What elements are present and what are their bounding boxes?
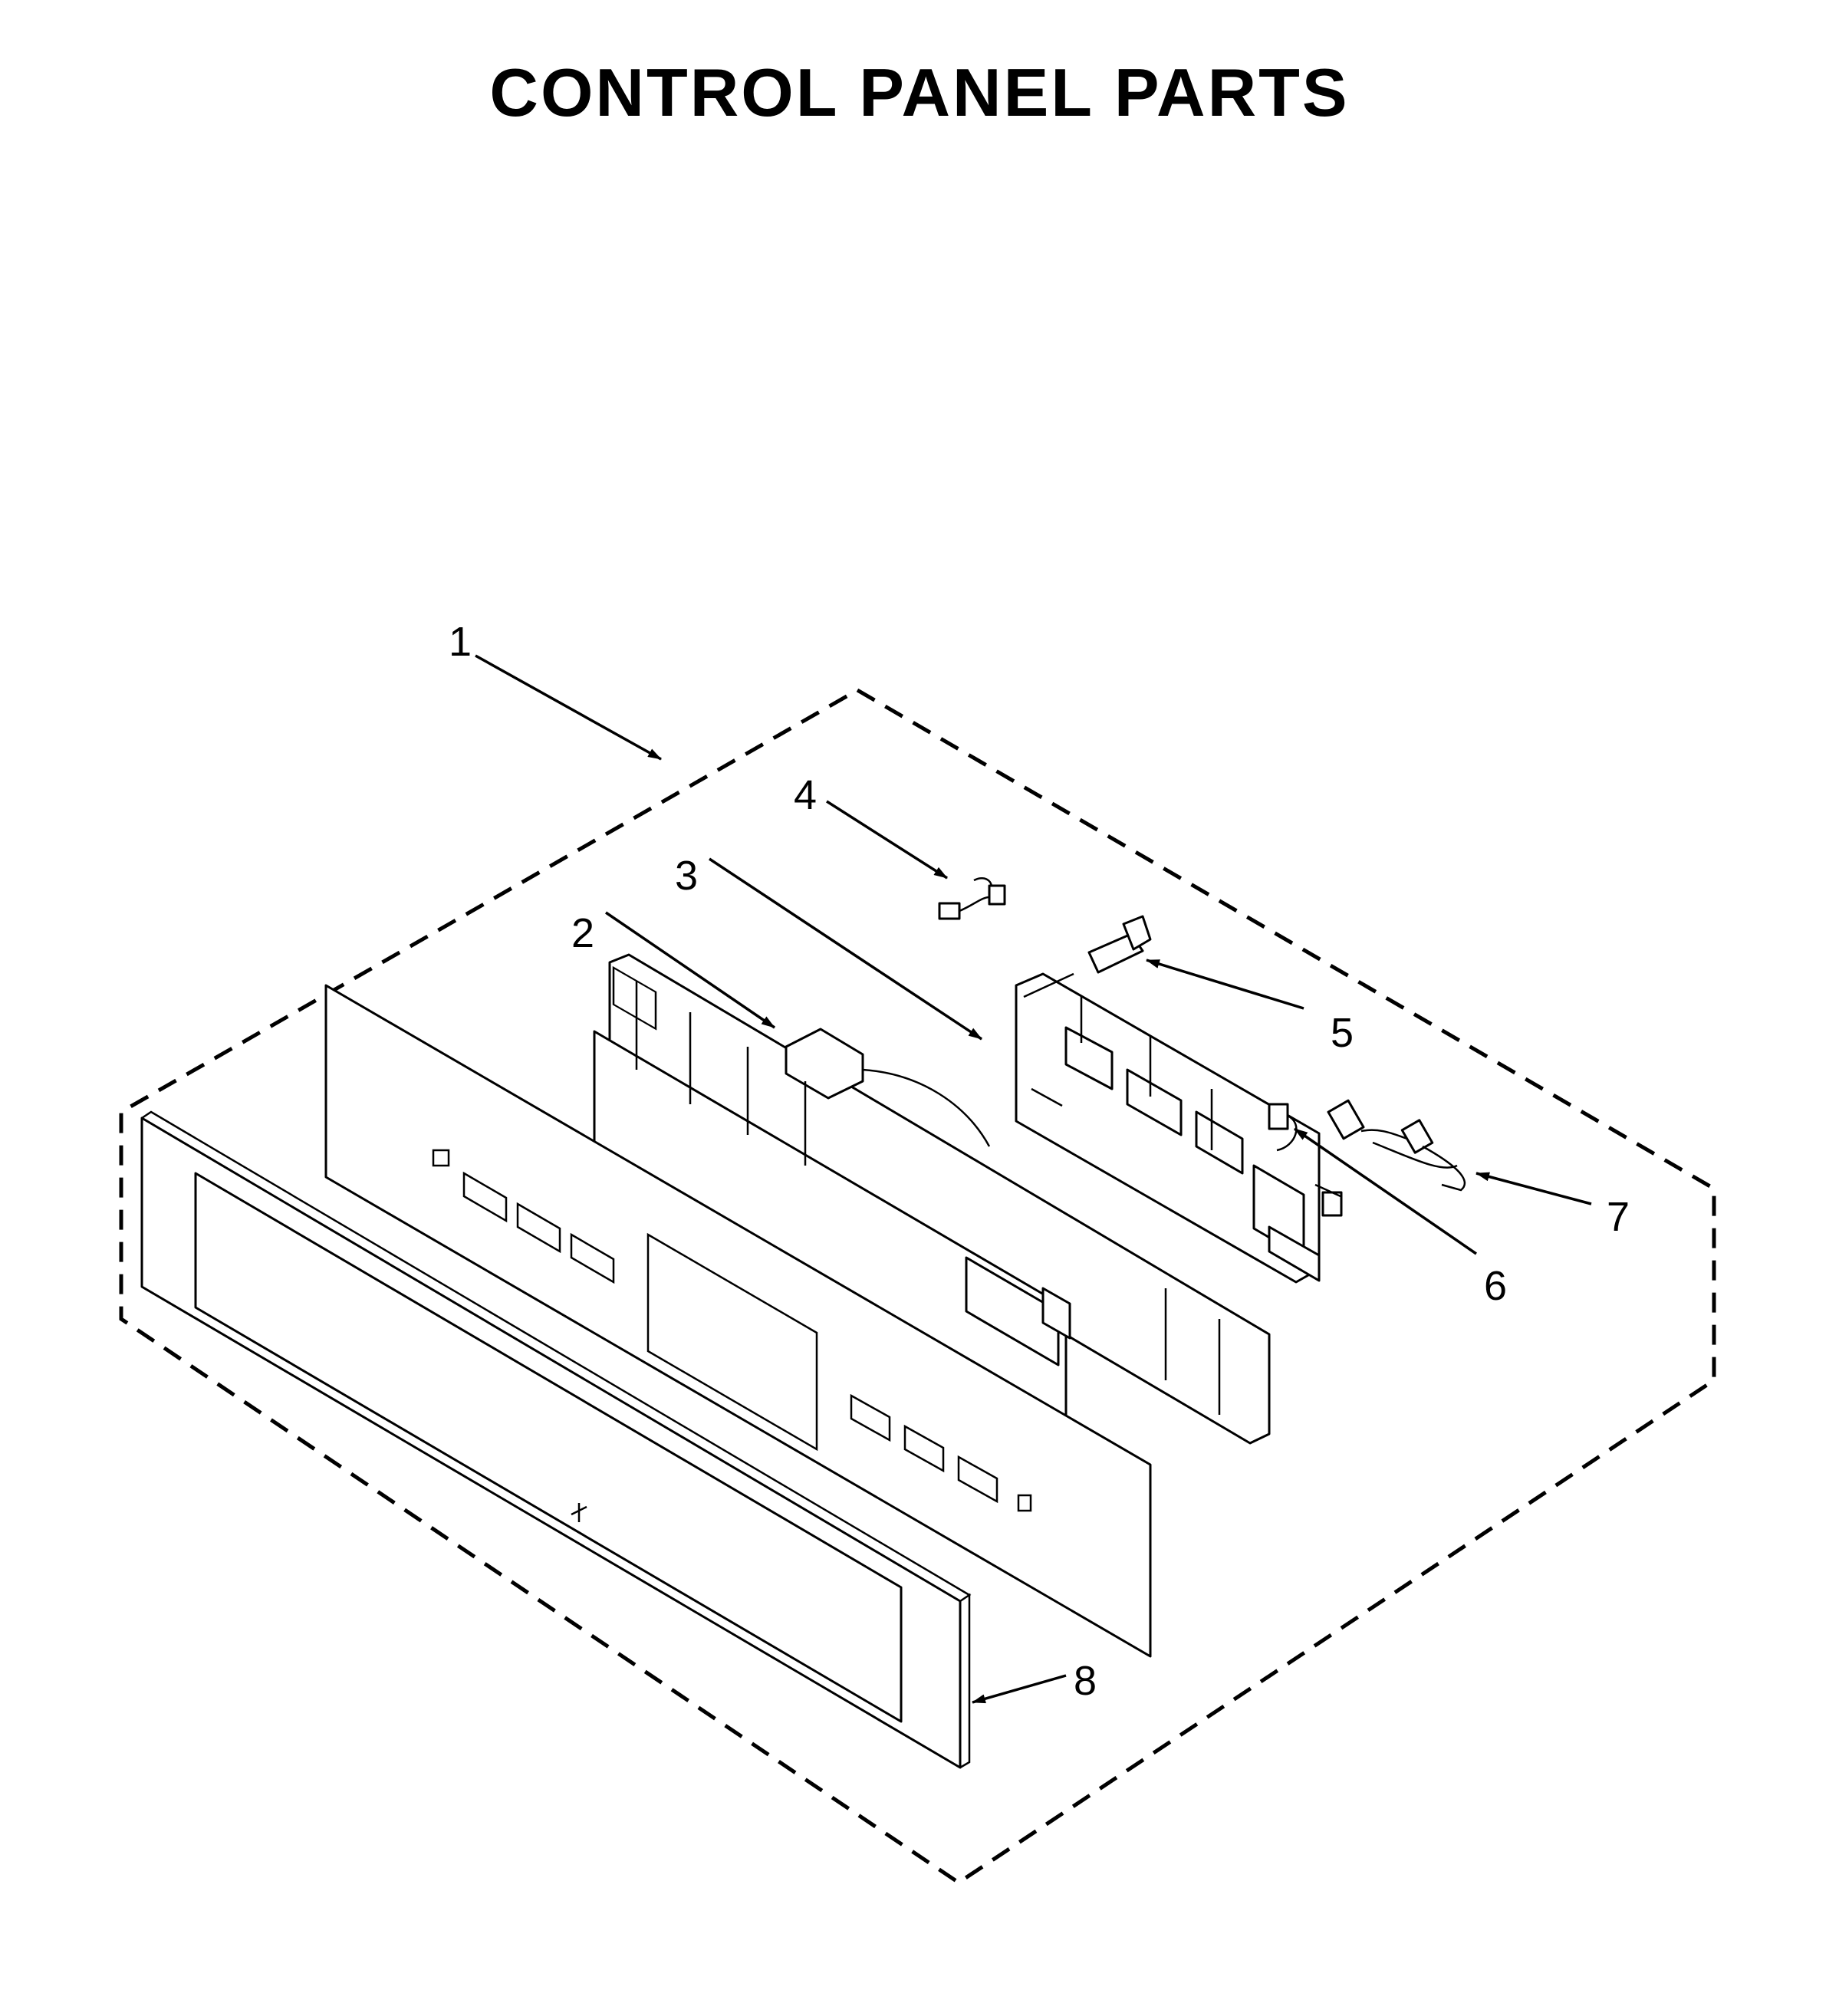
leader-2 xyxy=(605,911,775,1029)
leader-3 xyxy=(709,857,982,1041)
part-overlay-panel[interactable] xyxy=(324,984,1152,1658)
leader-6 xyxy=(1294,1127,1477,1255)
callout-6: 6 xyxy=(1484,1263,1507,1309)
callout-5: 5 xyxy=(1331,1010,1354,1056)
leader-7 xyxy=(1475,1172,1592,1205)
leader-4 xyxy=(826,800,948,880)
part-control-board-3[interactable] xyxy=(1015,972,1321,1284)
part-interface-board-2[interactable] xyxy=(593,953,1271,1445)
callout-2: 2 xyxy=(571,910,594,956)
leader-8 xyxy=(972,1674,1067,1704)
callout-8: 8 xyxy=(1074,1658,1097,1704)
callout-1: 1 xyxy=(449,619,472,665)
leader-5 xyxy=(1146,959,1304,1010)
leader-1 xyxy=(475,654,662,761)
part-control-panel-glass-8[interactable] xyxy=(140,1110,972,1769)
callout-3: 3 xyxy=(675,853,698,899)
interface-board-cells xyxy=(612,965,657,1031)
part-wire-harness-7[interactable] xyxy=(1327,1099,1466,1192)
part-wire-harness-4[interactable] xyxy=(938,877,1006,920)
callout-4: 4 xyxy=(794,772,817,818)
page-title: CONTROL PANEL PARTS xyxy=(489,54,1350,130)
part-screw-5[interactable] xyxy=(1023,915,1152,998)
callout-7: 7 xyxy=(1607,1194,1630,1240)
